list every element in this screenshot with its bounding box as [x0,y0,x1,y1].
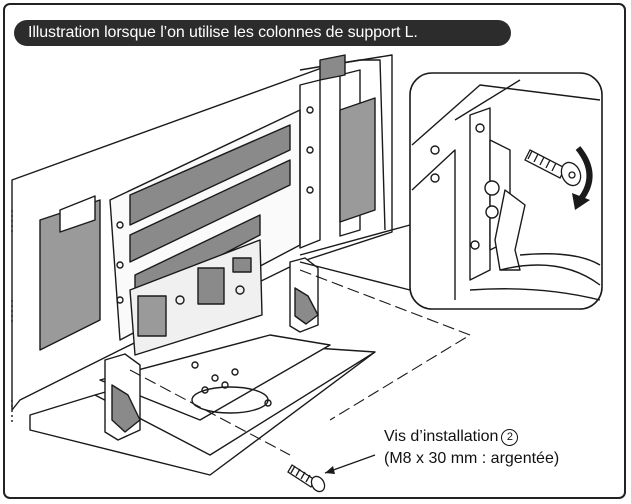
illustration-title: Illustration lorsque l’on utilise les co… [14,20,511,46]
vent-slot-mid [129,159,291,263]
numbered-circle-icon: 2 [501,429,519,446]
screw-icon [524,149,582,187]
screw-label-text: Vis d’installation [384,428,499,445]
rotation-arrow-icon [575,146,593,202]
vent-slot-top [129,124,291,226]
screw-icon [287,464,326,493]
screw-spec-text: (M8 x 30 mm : argentée) [384,450,560,467]
